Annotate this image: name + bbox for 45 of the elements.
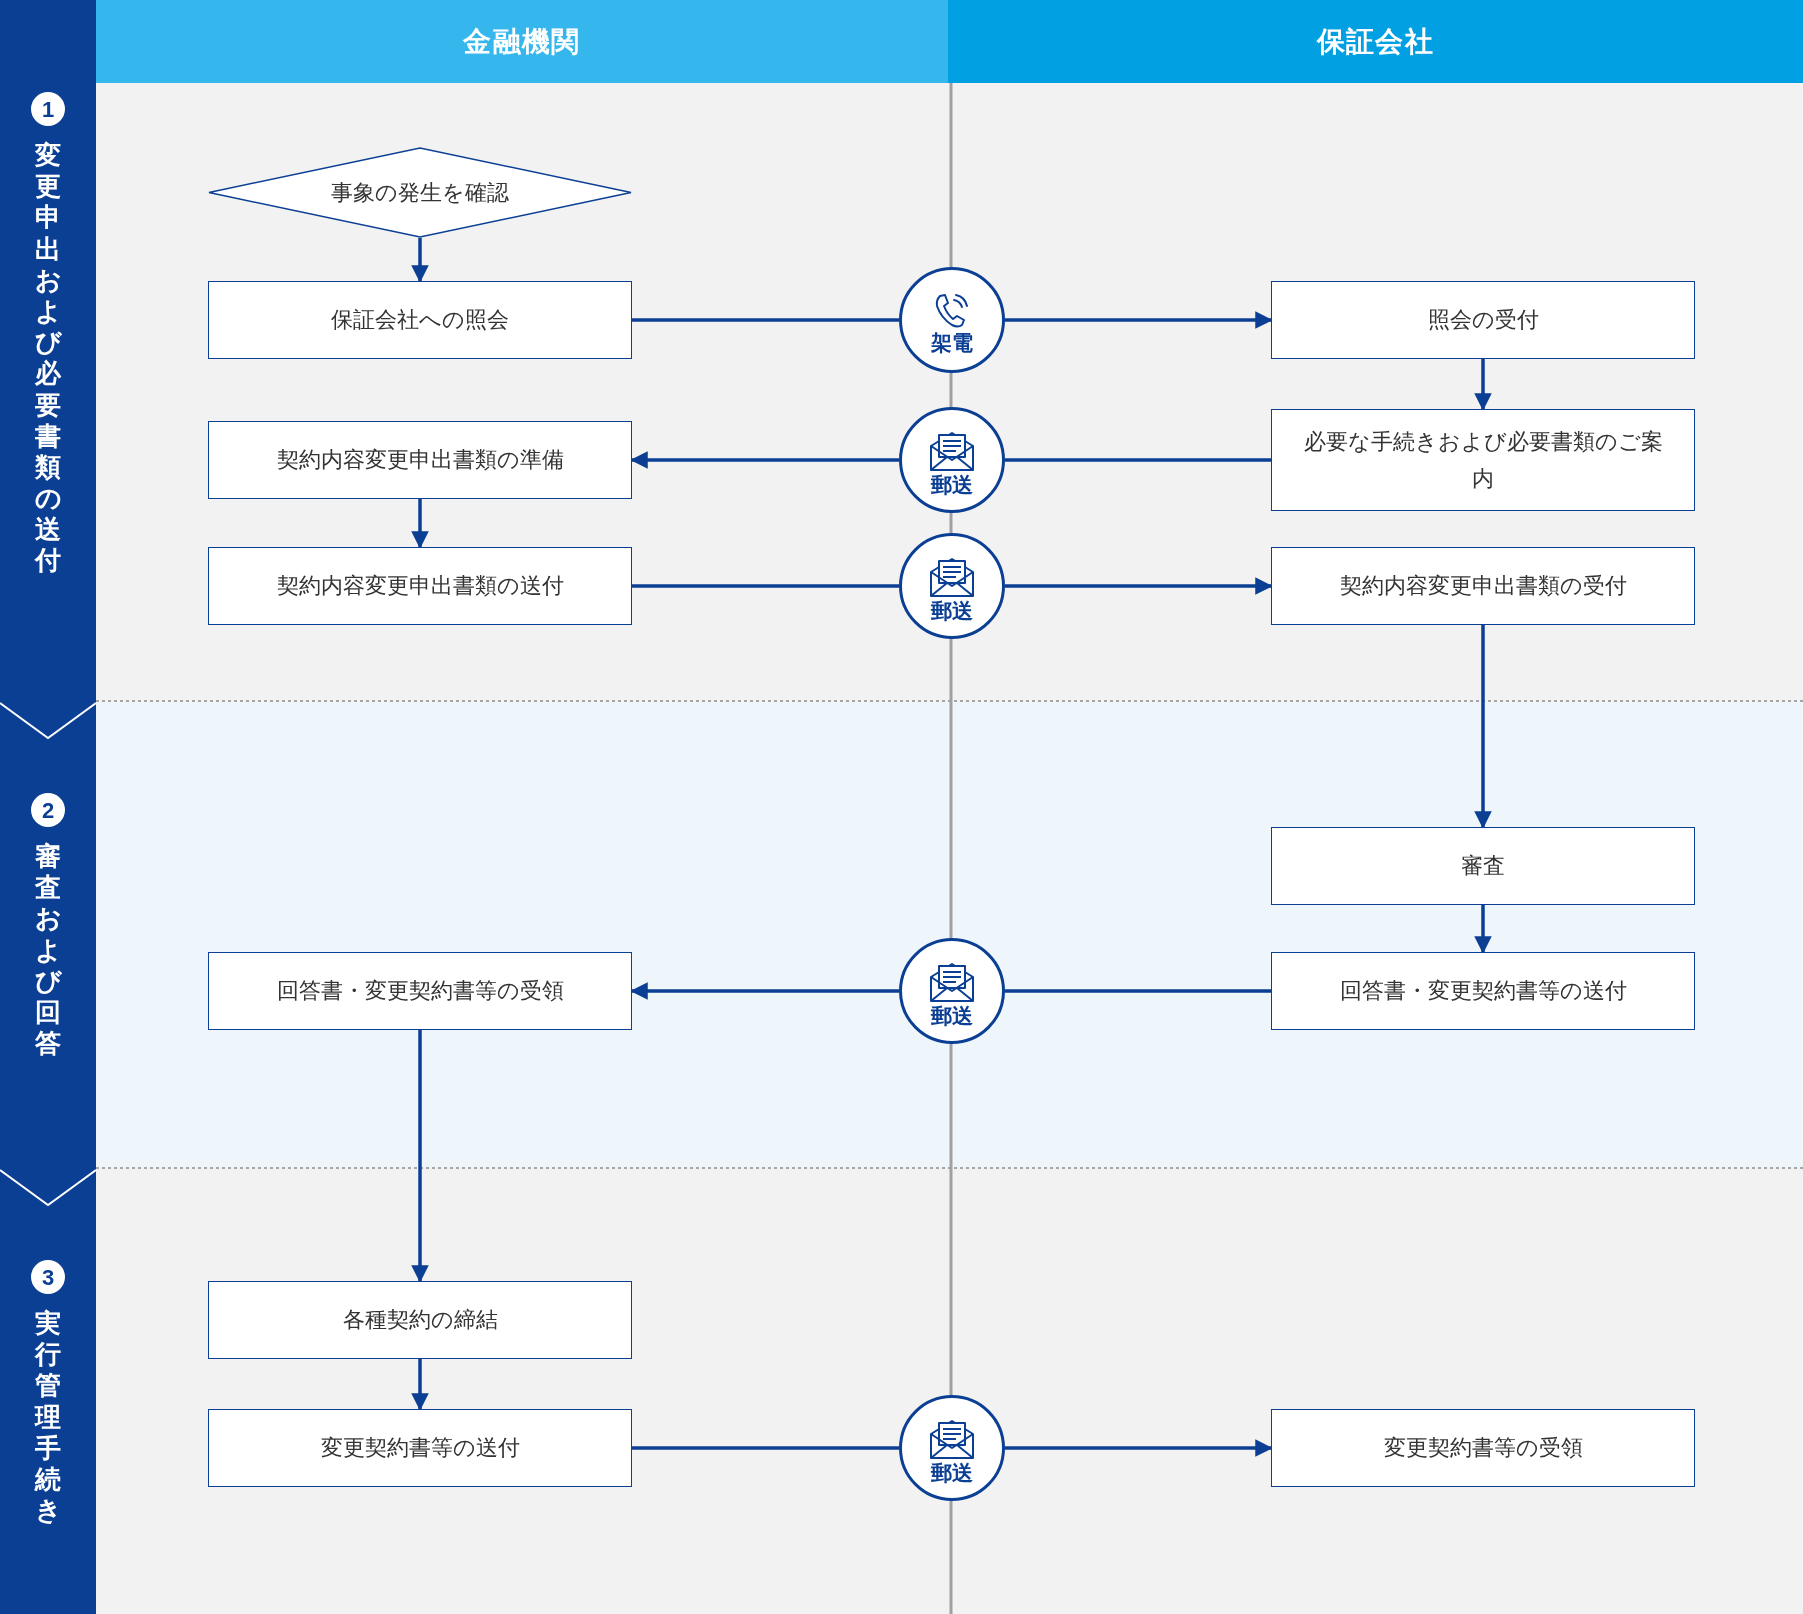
phase-title: 変更申出および必要書類の送付	[35, 140, 61, 577]
phase-title: 実行管理手続き	[35, 1308, 61, 1527]
process-box: 契約内容変更申出書類の送付	[208, 547, 632, 625]
arrow	[1005, 577, 1273, 595]
method-label: 郵送	[931, 599, 973, 621]
arrow	[630, 451, 899, 469]
method-label: 郵送	[931, 1004, 973, 1026]
arrow	[1474, 359, 1492, 411]
phase-band	[0, 1168, 96, 1614]
arrow	[1474, 625, 1492, 829]
phase-title: 審査および回答	[35, 841, 61, 1060]
process-box: 保証会社への照会	[208, 281, 632, 359]
arrow	[411, 1359, 429, 1411]
connector-line	[632, 318, 899, 322]
method-label: 郵送	[931, 1461, 973, 1483]
process-box: 変更契約書等の送付	[208, 1409, 632, 1487]
connector-line	[632, 584, 899, 588]
method-label: 郵送	[931, 473, 973, 495]
process-box: 必要な手続きおよび必要書類のご案内	[1271, 409, 1695, 511]
arrow	[411, 238, 429, 283]
lane-header: 金融機関	[96, 0, 948, 83]
process-box: 回答書・変更契約書等の送付	[1271, 952, 1695, 1030]
process-box: 契約内容変更申出書類の準備	[208, 421, 632, 499]
decision-text: 事象の発生を確認	[331, 179, 509, 207]
connector-line	[1005, 458, 1271, 462]
arrow	[411, 499, 429, 549]
process-box: 契約内容変更申出書類の受付	[1271, 547, 1695, 625]
arrow	[1005, 311, 1273, 329]
step-number-badge: 1	[31, 92, 65, 126]
process-box: 各種契約の締結	[208, 1281, 632, 1359]
process-box: 変更契約書等の受領	[1271, 1409, 1695, 1487]
lane-header: 保証会社	[948, 0, 1803, 83]
method-label: 架電	[931, 331, 973, 353]
phase-band	[0, 0, 96, 701]
process-box: 審査	[1271, 827, 1695, 905]
arrow	[1474, 905, 1492, 954]
arrow	[411, 1030, 429, 1283]
connector-line	[1005, 989, 1271, 993]
step-number-badge: 2	[31, 793, 65, 827]
arrow	[630, 982, 899, 1000]
arrow	[1005, 1439, 1273, 1457]
process-box: 照会の受付	[1271, 281, 1695, 359]
connector-line	[632, 1446, 899, 1450]
step-number-badge: 3	[31, 1260, 65, 1294]
process-box: 回答書・変更契約書等の受領	[208, 952, 632, 1030]
